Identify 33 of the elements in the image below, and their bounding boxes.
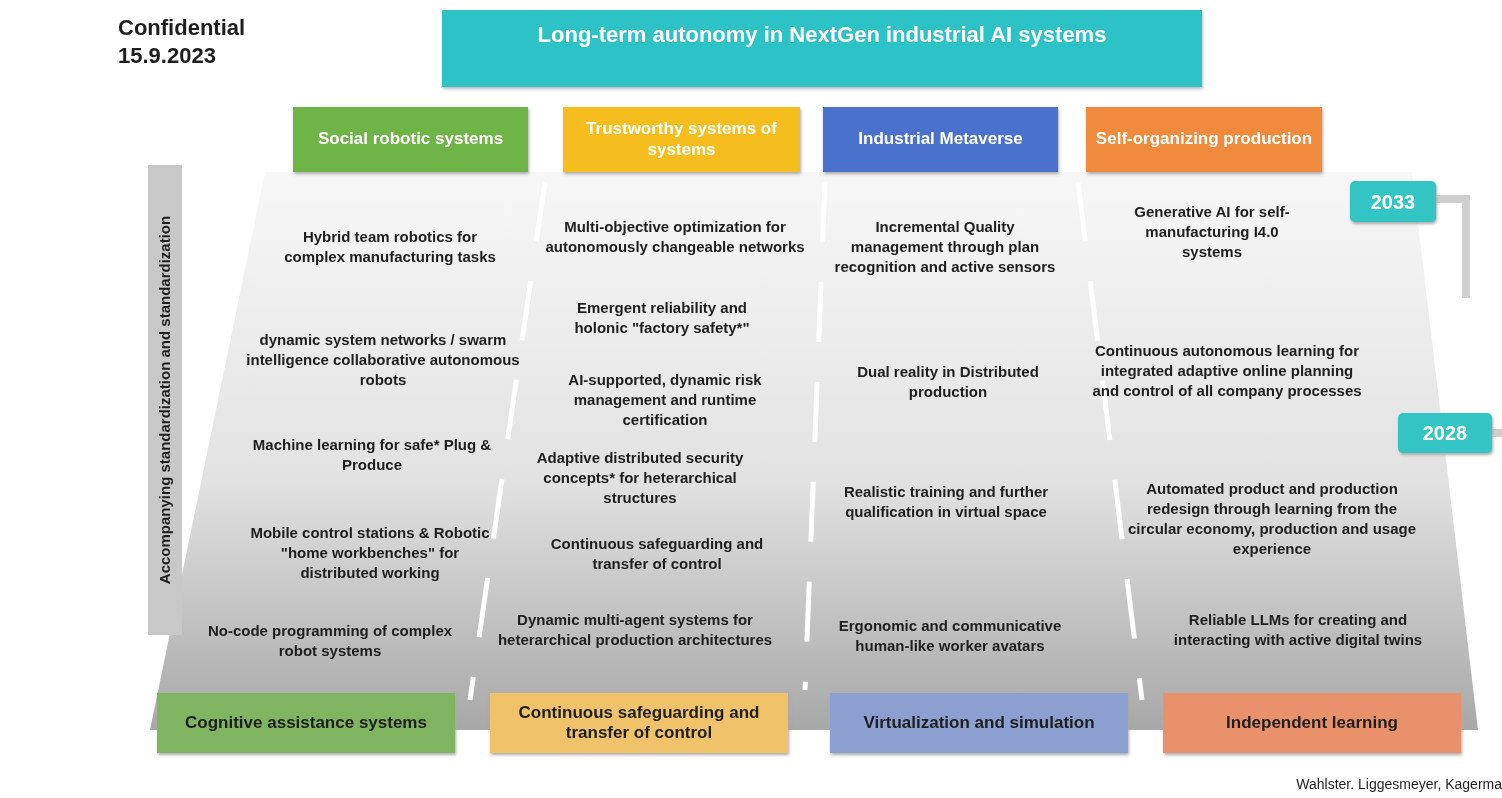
item-text: Ergonomic and communicative human-like worker avatars — [837, 616, 1063, 656]
category-box: Cognitive assistance systems — [157, 693, 455, 753]
item-text: Generative AI for self-manufacturing I4.0 systems — [1133, 202, 1291, 262]
item-text: Multi-objective optimization for autonomously changeable networks — [544, 217, 806, 257]
column-header: Industrial Metaverse — [823, 107, 1058, 172]
item-text: Continuous safeguarding and transfer of control — [549, 534, 765, 574]
item-text: AI-supported, dynamic risk management and runtime certification — [567, 370, 763, 430]
item-text: dynamic system networks / swarm intelligence collaborative autonomous robots — [245, 330, 521, 390]
title-banner: Long-term autonomy in NextGen industrial AI systems — [442, 10, 1202, 87]
column-header: Self-organizing production — [1086, 107, 1322, 172]
confidential-note: Confidential 15.9.2023 — [118, 14, 247, 70]
item-text: Mobile control stations & Robotic "home workbenches" for distributed working — [249, 523, 491, 583]
year-badge: 2033 — [1350, 181, 1436, 222]
column-header: Social robotic systems — [293, 107, 528, 172]
item-text: Dynamic multi-agent systems for heterarchical production architectures — [496, 610, 774, 650]
item-text: Incremental Quality management through plan recognition and active sensors — [833, 217, 1057, 277]
category-box: Independent learning — [1163, 693, 1461, 753]
vertical-band: Accompanying standardization and standardization — [148, 165, 182, 635]
item-text: Dual reality in Distributed production — [856, 362, 1040, 402]
category-box: Virtualization and simulation — [830, 693, 1128, 753]
item-text: Adaptive distributed security concepts* for heterarchical structures — [535, 448, 745, 508]
category-box: Continuous safeguarding and transfer of control — [490, 693, 788, 753]
attribution: Wahlster. Liggesmeyer, Kagerma — [1295, 775, 1502, 794]
item-text: Machine learning for safe* Plug & Produce — [252, 435, 492, 475]
item-text: Continuous autonomous learning for integrated adaptive online planning and control of all company processes — [1091, 341, 1363, 401]
item-text: No-code programming of complex robot systems — [206, 621, 454, 661]
item-text: Hybrid team robotics for complex manufacturing tasks — [283, 227, 497, 267]
item-text: Emergent reliability and holonic "factory safety*" — [573, 298, 751, 338]
year-badge: 2028 — [1398, 413, 1492, 453]
item-text: Automated product and production redesign through learning from the circular economy, production and usage experience — [1126, 479, 1418, 559]
item-text: Realistic training and further qualification in virtual space — [842, 482, 1050, 522]
column-header: Trustworthy systems of systems — [563, 107, 800, 172]
item-text: Reliable LLMs for creating and interacting with active digital twins — [1172, 610, 1424, 650]
